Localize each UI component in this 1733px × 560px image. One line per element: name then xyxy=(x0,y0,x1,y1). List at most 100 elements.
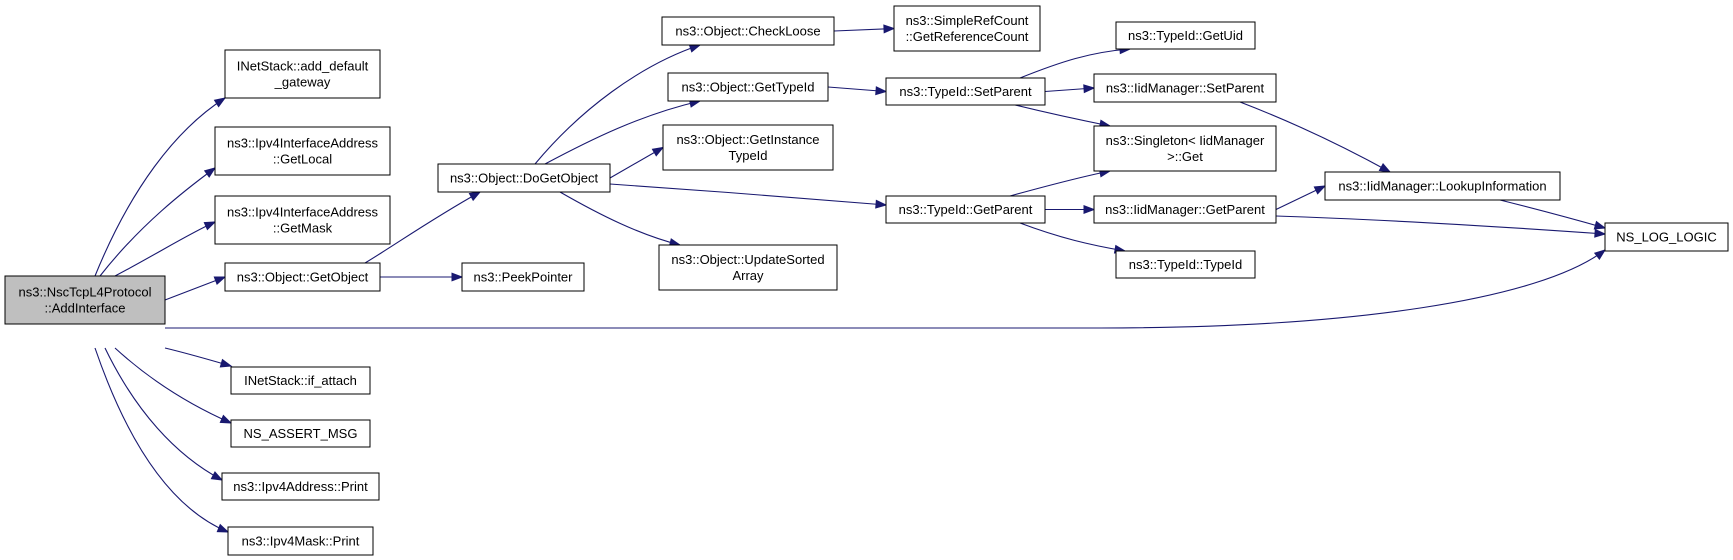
node-label: ns3::Singleton< IidManager xyxy=(1106,133,1265,148)
node-getmask[interactable]: ns3::Ipv4InterfaceAddress::GetMask xyxy=(214,195,391,245)
node-box xyxy=(224,262,381,292)
node-getuid[interactable]: ns3::TypeId::GetUid xyxy=(1115,21,1256,50)
node-label: ns3::Ipv4InterfaceAddress xyxy=(227,205,379,220)
node-box xyxy=(1115,250,1256,279)
edge-getparent-to-singleton xyxy=(1009,168,1112,197)
node-iid_setparent[interactable]: ns3::IidManager::SetParent xyxy=(1093,73,1277,103)
node-label: ns3::IidManager::LookupInformation xyxy=(1338,179,1546,194)
arrowhead xyxy=(210,471,224,481)
node-box xyxy=(885,77,1046,106)
edge-checkloose-to-refcount xyxy=(833,24,896,34)
arrowhead xyxy=(203,221,217,231)
node-getobject[interactable]: ns3::Object::GetObject xyxy=(224,262,381,292)
node-dogetobject[interactable]: ns3::Object::DoGetObject xyxy=(437,163,611,193)
edge-getobject-to-dogetobject xyxy=(364,191,482,264)
edge-root-to-getmask xyxy=(114,221,217,277)
edge-line xyxy=(1275,215,1606,235)
node-label: ns3::PeekPointer xyxy=(473,270,573,285)
edge-line xyxy=(534,44,701,165)
node-label: TypeId xyxy=(728,148,767,163)
node-label: ns3::TypeId::SetParent xyxy=(899,84,1032,99)
edge-dogetobject-to-getinst xyxy=(609,146,665,179)
node-box xyxy=(437,163,611,193)
node-nslog[interactable]: NS_LOG_LOGIC xyxy=(1604,222,1729,252)
arrowhead xyxy=(1378,162,1392,173)
node-label: ns3::Object::GetInstance xyxy=(676,132,819,147)
arrowhead xyxy=(1594,228,1607,238)
node-refcount[interactable]: ns3::SimpleRefCount::GetReferenceCount xyxy=(893,5,1041,52)
edge-lookup-to-nslog xyxy=(1499,199,1607,230)
arrowhead xyxy=(1593,220,1607,230)
node-label: ns3::TypeId::GetUid xyxy=(1128,28,1243,43)
arrowhead xyxy=(875,199,888,209)
arrowhead xyxy=(688,44,702,53)
edge-line xyxy=(609,183,887,206)
edge-line xyxy=(164,276,226,301)
arrowhead xyxy=(468,191,482,202)
arrowhead xyxy=(216,523,230,533)
edge-dogetobject-to-updsorted xyxy=(559,191,682,247)
node-label: ns3::TypeId::GetParent xyxy=(899,202,1033,217)
node-singleton[interactable]: ns3::Singleton< IidManager>::Get xyxy=(1093,125,1277,172)
node-box xyxy=(1604,222,1729,252)
node-box xyxy=(461,262,585,292)
edge-root-to-assert xyxy=(114,347,233,424)
edge-line xyxy=(94,97,226,277)
node-box xyxy=(1093,73,1277,103)
edge-line xyxy=(364,191,481,264)
edge-line xyxy=(559,191,681,246)
edge-getobject-to-peek xyxy=(380,272,464,282)
node-box xyxy=(667,72,829,102)
edge-root-to-add_gw xyxy=(94,97,227,277)
node-label: ns3::Object::GetObject xyxy=(237,270,369,285)
node-lookup[interactable]: ns3::IidManager::LookupInformation xyxy=(1324,171,1561,201)
edge-line xyxy=(1019,222,1126,252)
node-label: ns3::Ipv4Mask::Print xyxy=(242,534,360,549)
edge-line xyxy=(544,100,701,165)
node-addrprint[interactable]: ns3::Ipv4Address::Print xyxy=(221,472,380,501)
arrowhead xyxy=(213,97,227,108)
node-setparent[interactable]: ns3::TypeId::SetParent xyxy=(885,77,1046,106)
node-label: ::AddInterface xyxy=(45,301,126,316)
node-box xyxy=(893,5,1041,52)
arrowhead xyxy=(1083,84,1096,94)
node-box xyxy=(214,195,391,245)
node-typeid[interactable]: ns3::TypeId::TypeId xyxy=(1115,250,1256,279)
node-label: ns3::Ipv4Address::Print xyxy=(233,479,368,494)
node-getlocal[interactable]: ns3::Ipv4InterfaceAddress::GetLocal xyxy=(214,126,391,176)
node-gettypeid[interactable]: ns3::Object::GetTypeId xyxy=(667,72,829,102)
edge-line xyxy=(104,347,223,481)
node-getparent[interactable]: ns3::TypeId::GetParent xyxy=(885,195,1046,224)
node-box xyxy=(1324,171,1561,201)
node-box xyxy=(224,49,381,99)
node-assert[interactable]: NS_ASSERT_MSG xyxy=(230,419,371,448)
node-label: ns3::NscTcpL4Protocol xyxy=(19,285,152,300)
node-label: _gateway xyxy=(274,75,331,90)
node-iid_getparent[interactable]: ns3::IidManager::GetParent xyxy=(1093,195,1277,224)
edge-iid_setparent-to-lookup xyxy=(1239,101,1392,173)
node-box xyxy=(214,126,391,176)
edge-getparent-to-iid_getparent xyxy=(1045,204,1096,215)
node-add_gw[interactable]: INetStack::add_default_gateway xyxy=(224,49,381,99)
node-box xyxy=(885,195,1046,224)
node-checkloose[interactable]: ns3::Object::CheckLoose xyxy=(661,16,835,46)
edge-iid_getparent-to-nslog xyxy=(1275,215,1607,238)
node-root[interactable]: ns3::NscTcpL4Protocol::AddInterface xyxy=(4,275,166,325)
edge-getparent-to-typeid xyxy=(1019,222,1127,254)
node-box xyxy=(4,275,166,325)
arrowhead xyxy=(1593,249,1607,260)
arrowhead xyxy=(203,167,217,178)
arrowhead xyxy=(651,146,665,157)
node-label: ns3::TypeId::TypeId xyxy=(1129,257,1242,272)
node-ifattach[interactable]: INetStack::if_attach xyxy=(230,366,371,395)
edge-line xyxy=(94,347,229,533)
node-box xyxy=(227,526,374,556)
node-maskprint[interactable]: ns3::Ipv4Mask::Print xyxy=(227,526,374,556)
node-peek[interactable]: ns3::PeekPointer xyxy=(461,262,585,292)
edge-line xyxy=(99,167,216,277)
node-label: ns3::Object::UpdateSorted xyxy=(671,252,824,267)
edge-root-to-addrprint xyxy=(104,347,224,481)
arrowhead xyxy=(219,358,233,368)
